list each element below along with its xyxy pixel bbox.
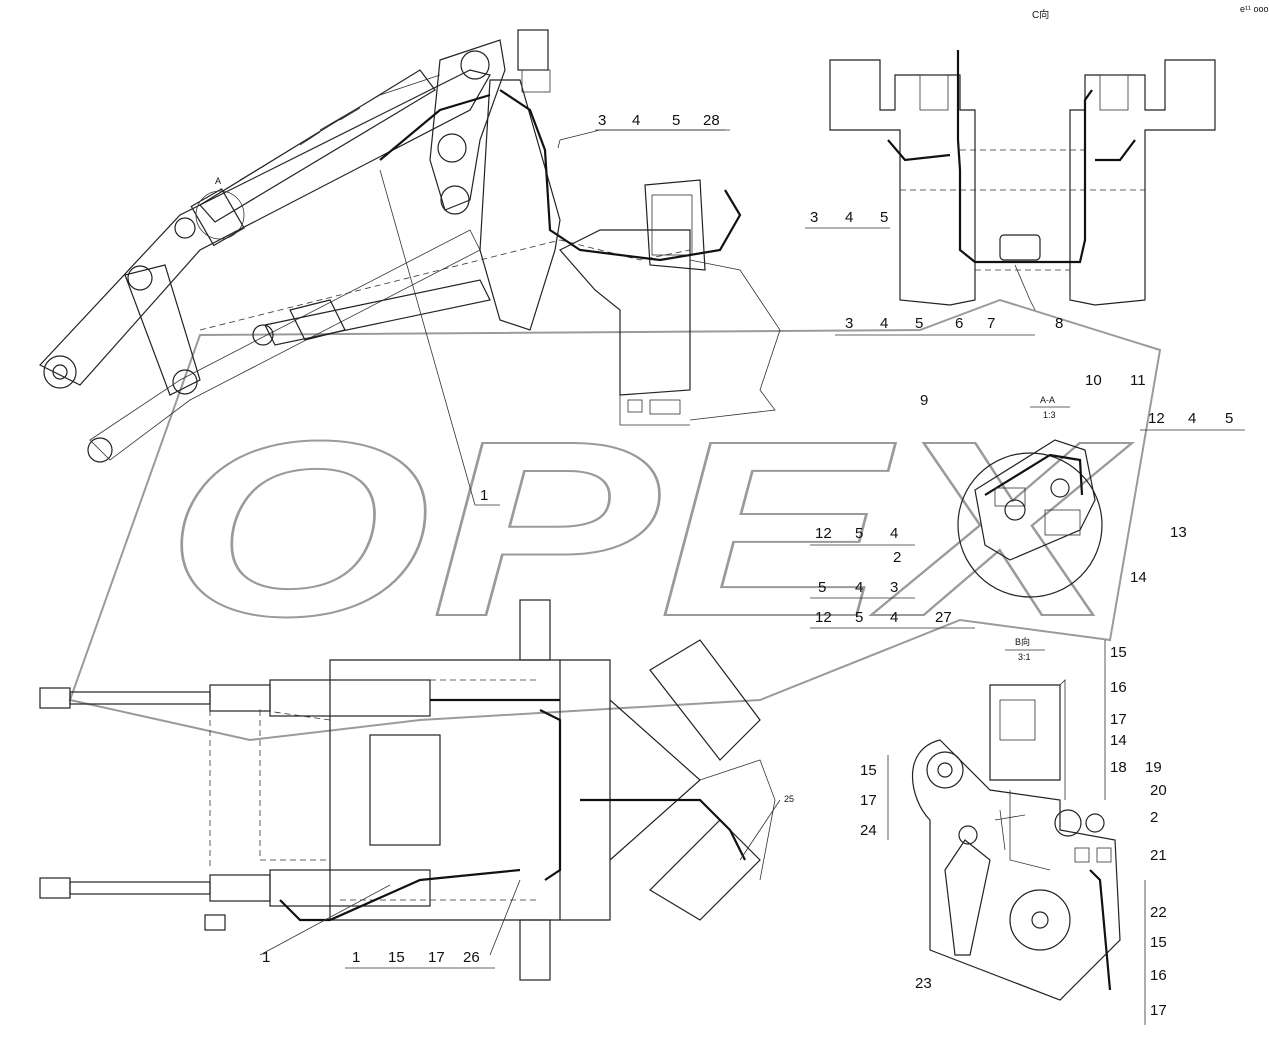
callout-2-aa: 2 bbox=[893, 549, 901, 566]
callout-3: 3 bbox=[810, 209, 818, 226]
callout-15: 15 bbox=[1150, 934, 1167, 951]
callout-4: 4 bbox=[890, 525, 898, 542]
callout-aa-left1: 12 5 4 bbox=[810, 525, 915, 546]
corner-mark: e¹¹ ooo bbox=[1240, 4, 1269, 14]
callout-4: 4 bbox=[632, 112, 640, 129]
callout-12: 12 bbox=[815, 525, 832, 542]
callout-7: 7 bbox=[987, 315, 995, 332]
callout-17: 17 bbox=[1150, 1002, 1167, 1019]
callout-14: 14 bbox=[1130, 569, 1147, 586]
callout-11: 11 bbox=[1130, 372, 1146, 389]
callout-12: 12 bbox=[1148, 410, 1165, 427]
detail-a-label: A bbox=[215, 176, 221, 186]
callout-3: 3 bbox=[890, 579, 898, 596]
callout-4: 4 bbox=[880, 315, 888, 332]
callout-25: 25 bbox=[784, 794, 794, 804]
callout-4: 4 bbox=[855, 579, 863, 596]
callout-24: 24 bbox=[860, 822, 877, 839]
side-view: A bbox=[39, 29, 781, 506]
c-view-title: C向 bbox=[1032, 8, 1049, 21]
callout-28: 28 bbox=[703, 112, 720, 129]
callout-16: 16 bbox=[1150, 967, 1167, 984]
section-aa: A-A 1:3 bbox=[957, 395, 1103, 598]
callout-side-top: 3 4 5 28 bbox=[595, 112, 730, 131]
callout-5: 5 bbox=[915, 315, 923, 332]
callout-aa-left2: 5 4 3 bbox=[810, 579, 915, 599]
callout-8-cview: 8 bbox=[1055, 315, 1063, 332]
watermark-text: OPEX bbox=[165, 389, 1133, 668]
callout-3: 3 bbox=[845, 315, 853, 332]
callout-b-right2: 22 15 16 17 bbox=[1144, 880, 1167, 1025]
callout-3: 3 bbox=[598, 112, 606, 129]
callout-23: 23 bbox=[915, 975, 932, 992]
callout-16: 16 bbox=[1110, 679, 1127, 696]
callout-2-b: 2 bbox=[1150, 809, 1158, 826]
callout-5: 5 bbox=[855, 525, 863, 542]
callout-5: 5 bbox=[880, 209, 888, 226]
callout-1-side: 1 bbox=[480, 487, 488, 504]
callout-17: 17 bbox=[428, 949, 445, 966]
callout-15: 15 bbox=[860, 762, 877, 779]
b-view-title: B向 bbox=[1015, 636, 1030, 647]
callout-4: 4 bbox=[1188, 410, 1196, 427]
callout-9: 9 bbox=[920, 392, 928, 409]
callout-6: 6 bbox=[955, 315, 963, 332]
callout-26: 26 bbox=[463, 949, 480, 966]
callout-b-right1: 15 16 17 14 18 bbox=[1104, 640, 1127, 800]
callout-aa-right: 12 4 5 bbox=[1140, 410, 1245, 431]
callout-19: 19 bbox=[1145, 759, 1162, 776]
callout-4: 4 bbox=[890, 609, 898, 626]
b-view-scale: 3:1 bbox=[1018, 652, 1031, 662]
callout-10: 10 bbox=[1085, 372, 1102, 389]
b-view: B向 3:1 bbox=[912, 636, 1121, 1001]
callout-1: 1 bbox=[352, 949, 360, 966]
callout-cview-row1: 3 4 5 bbox=[805, 209, 890, 229]
watermark: OPEX bbox=[68, 298, 1162, 742]
callout-5: 5 bbox=[855, 609, 863, 626]
callout-13: 13 bbox=[1170, 524, 1187, 541]
c-view: C向 bbox=[829, 8, 1216, 311]
callout-5: 5 bbox=[818, 579, 826, 596]
callout-14: 14 bbox=[1110, 732, 1127, 749]
callout-17: 17 bbox=[860, 792, 877, 809]
callout-18: 18 bbox=[1110, 759, 1127, 776]
top-view bbox=[39, 599, 781, 981]
callout-top-bottom: 1 15 17 26 bbox=[345, 949, 495, 969]
callout-5: 5 bbox=[1225, 410, 1233, 427]
callout-21: 21 bbox=[1150, 847, 1167, 864]
callout-15: 15 bbox=[388, 949, 405, 966]
callout-17: 17 bbox=[1110, 711, 1127, 728]
callout-12: 12 bbox=[815, 609, 832, 626]
section-aa-scale: 1:3 bbox=[1043, 410, 1056, 420]
callout-4: 4 bbox=[845, 209, 853, 226]
callout-22: 22 bbox=[1150, 904, 1167, 921]
callout-b-left: 15 17 24 bbox=[860, 755, 889, 840]
callout-20: 20 bbox=[1150, 782, 1167, 799]
callout-15: 15 bbox=[1110, 644, 1127, 661]
callout-aa-left3: 12 5 4 27 bbox=[810, 609, 975, 629]
callout-27: 27 bbox=[935, 609, 952, 626]
callout-cview-row2: 3 4 5 6 7 bbox=[835, 315, 1035, 336]
callout-1-top: 1 bbox=[262, 949, 270, 966]
callout-5: 5 bbox=[672, 112, 680, 129]
section-aa-title: A-A bbox=[1040, 395, 1055, 405]
